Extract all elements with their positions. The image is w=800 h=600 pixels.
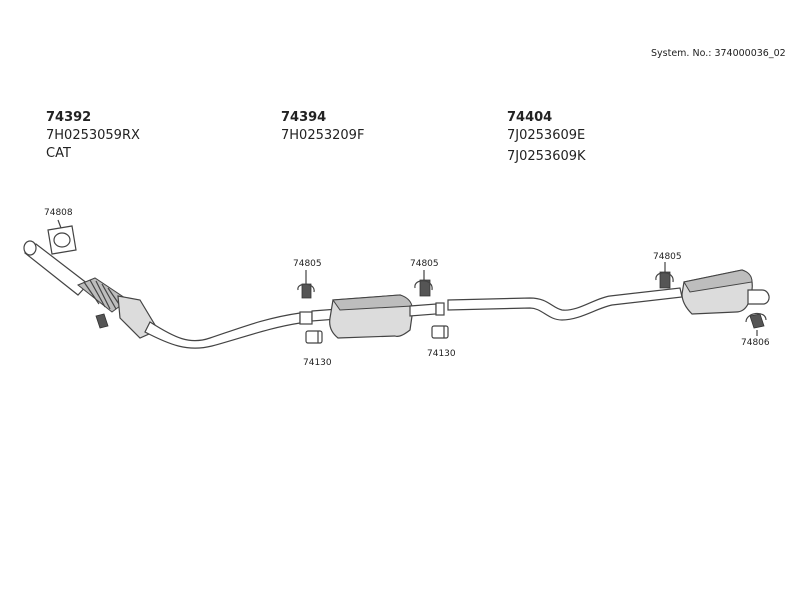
oem-code-rear-muffler-2: 7J0253609K: [507, 149, 586, 164]
callout-clamp-a: 74805: [293, 259, 322, 269]
connector-b: [431, 325, 449, 339]
oem-code-middle-muffler: 7H0253209F: [281, 128, 364, 143]
clamp-b: [414, 270, 433, 297]
middle-muffler: [311, 294, 445, 339]
clamp-c: [655, 262, 674, 289]
flange-gasket: [47, 225, 77, 255]
rear-muffler: [681, 269, 770, 315]
part-number-catalytic: 74392: [46, 110, 91, 125]
rear-pipe: [447, 287, 683, 321]
oem-code-catalytic: 7H0253059RX: [46, 128, 140, 143]
cat-label: CAT: [46, 146, 71, 161]
callout-clamp-c: 74805: [653, 252, 682, 262]
callout-connector-a: 74130: [303, 358, 332, 368]
callout-end-clamp: 74806: [741, 338, 770, 348]
connector-a: [305, 330, 323, 344]
part-number-middle-muffler: 74394: [281, 110, 326, 125]
callout-clamp-b: 74805: [410, 259, 439, 269]
callout-connector-b: 74130: [427, 349, 456, 359]
system-number: System. No.: 374000036_02: [651, 48, 786, 59]
oem-code-rear-muffler-1: 7J0253609E: [507, 128, 585, 143]
catalytic-converter-section: [23, 240, 313, 349]
callout-gasket: 74808: [44, 208, 73, 218]
end-clamp: [745, 312, 767, 336]
leader-gasket: [57, 219, 62, 229]
clamp-a: [297, 270, 315, 299]
part-number-rear-muffler: 74404: [507, 110, 552, 125]
